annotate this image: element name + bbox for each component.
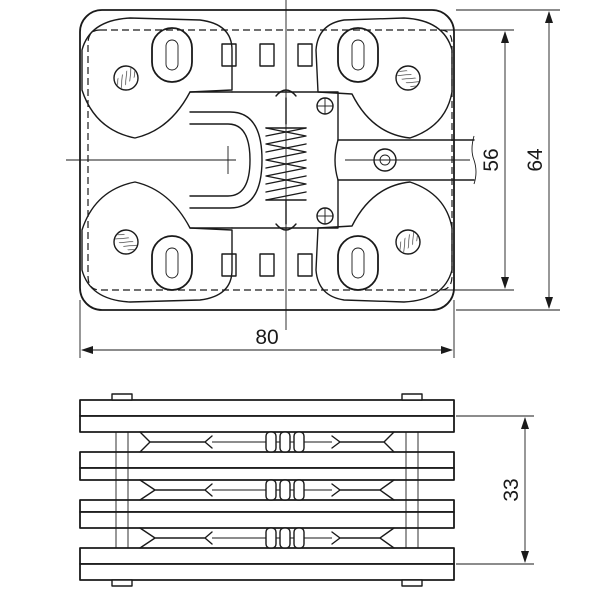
plate-6 bbox=[79, 511, 455, 529]
outer-height-dimension: 64 bbox=[456, 9, 560, 311]
screw-holes bbox=[113, 65, 421, 255]
outer-height-label: 64 bbox=[524, 148, 547, 172]
upper-wing bbox=[81, 17, 233, 139]
central-arm-inner bbox=[189, 123, 251, 197]
lower-wing bbox=[81, 181, 233, 303]
width-label: 80 bbox=[255, 326, 278, 349]
plate-1 bbox=[79, 399, 455, 417]
slot-openings bbox=[151, 27, 379, 291]
spring-coils-side bbox=[265, 431, 305, 549]
plate-3 bbox=[79, 451, 455, 469]
inner-height-dimension: 56 bbox=[440, 29, 514, 291]
plate-7 bbox=[79, 547, 455, 565]
plate-5 bbox=[79, 499, 455, 513]
end-pins bbox=[111, 393, 423, 587]
central-arm bbox=[189, 111, 263, 209]
plate-8 bbox=[79, 563, 455, 581]
lower-wing-right bbox=[315, 181, 453, 303]
side-height-label: 33 bbox=[500, 478, 523, 501]
rivets bbox=[316, 97, 334, 225]
upper-wing-right bbox=[315, 17, 453, 139]
side-height-dimension: 33 bbox=[456, 415, 534, 565]
inner-dashed-outline bbox=[87, 29, 453, 291]
plate-2 bbox=[79, 415, 455, 433]
plate-4 bbox=[79, 467, 455, 481]
side-view: 33 bbox=[79, 393, 534, 587]
center-lines bbox=[66, 0, 470, 330]
inner-height-label: 56 bbox=[480, 148, 503, 171]
central-housing bbox=[231, 91, 339, 229]
rect-windows bbox=[221, 43, 313, 277]
top-view: 80 56 64 bbox=[66, 0, 560, 358]
width-dimension: 80 bbox=[79, 300, 455, 358]
